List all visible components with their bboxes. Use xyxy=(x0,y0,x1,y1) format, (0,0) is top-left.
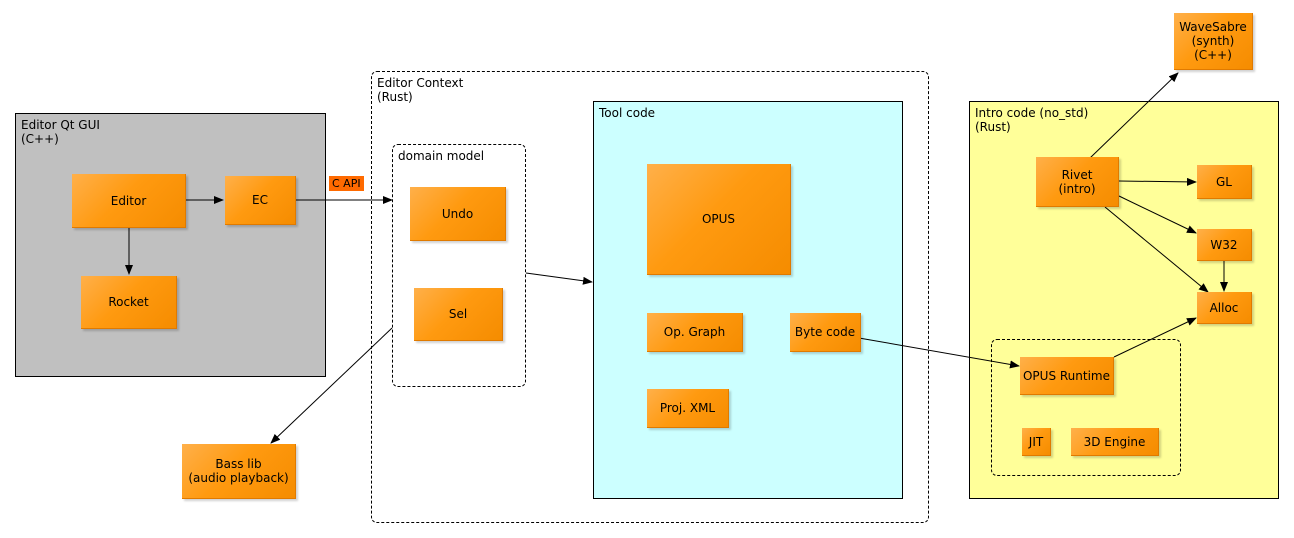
byte-code-node[interactable]: Byte code xyxy=(790,313,861,352)
bass-lib-node[interactable]: Bass lib (audio playback) xyxy=(182,444,296,499)
3d-engine-node[interactable]: 3D Engine xyxy=(1071,428,1159,456)
undo-node[interactable]: Undo xyxy=(410,187,506,241)
editor-qt-gui-label: Editor Qt GUI (C++) xyxy=(21,118,100,146)
jit-node[interactable]: JIT xyxy=(1022,428,1051,456)
editor-node[interactable]: Editor xyxy=(72,174,186,228)
editor-context-group: Editor Context (Rust) xyxy=(371,71,929,523)
gl-node[interactable]: GL xyxy=(1197,165,1252,199)
c-api-label: C API xyxy=(329,176,364,191)
editor-context-label: Editor Context (Rust) xyxy=(377,76,464,104)
opus-node[interactable]: OPUS xyxy=(647,164,791,275)
domain-model-label: domain model xyxy=(398,149,485,163)
intro-code-label: Intro code (no_std) (Rust) xyxy=(975,106,1089,134)
ec-node[interactable]: EC xyxy=(225,176,296,225)
alloc-node[interactable]: Alloc xyxy=(1197,292,1252,324)
wavesabre-node[interactable]: WaveSabre (synth) (C++) xyxy=(1174,13,1253,70)
opus-runtime-group xyxy=(991,339,1181,476)
w32-node[interactable]: W32 xyxy=(1197,229,1252,261)
opus-runtime-node[interactable]: OPUS Runtime xyxy=(1020,357,1114,395)
sel-node[interactable]: Sel xyxy=(414,288,503,341)
rocket-node[interactable]: Rocket xyxy=(81,276,177,329)
tool-code-label: Tool code xyxy=(599,106,656,120)
rivet-node[interactable]: Rivet (intro) xyxy=(1036,157,1119,207)
tool-code-group: Tool code xyxy=(593,101,903,499)
op-graph-node[interactable]: Op. Graph xyxy=(647,313,743,352)
proj-xml-node[interactable]: Proj. XML xyxy=(647,389,729,428)
editor-qt-gui-group: Editor Qt GUI (C++) xyxy=(15,113,326,377)
domain-model-group: domain model xyxy=(392,144,526,387)
